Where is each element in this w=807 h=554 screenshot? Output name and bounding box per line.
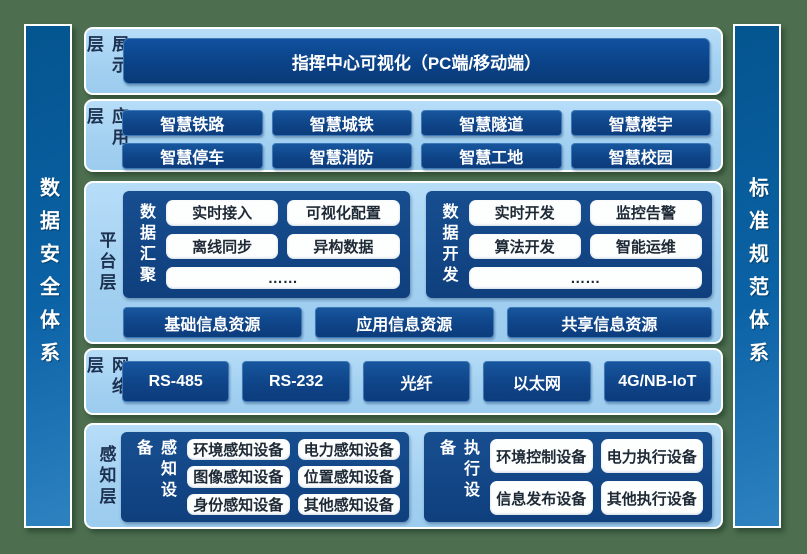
block-smart-parking: 智慧停车 xyxy=(122,143,263,169)
layer-application-content: 智慧铁路 智慧城铁 智慧隧道 智慧楼宇 智慧停车 智慧消防 智慧工地 智慧校园 xyxy=(121,107,712,169)
block-info-publishing-device: 信息发布设备 xyxy=(490,481,593,515)
block-aggregation-more: …… xyxy=(166,267,400,289)
layer-network-content: RS-485 RS-232 光纤 以太网 4G/NB-IoT xyxy=(121,356,712,407)
block-location-sensing-device: 位置感知设备 xyxy=(297,466,400,488)
block-smart-metro: 智慧城铁 xyxy=(271,110,412,136)
block-smart-railway: 智慧铁路 xyxy=(122,110,263,136)
pillar-standards-label: 标准规范体系 xyxy=(745,177,768,375)
group-sensing-devices-grid: 环境感知设备 电力感知设备 图像感知设备 位置感知设备 身份感知设备 其他感知设… xyxy=(187,439,400,515)
block-heterogeneous-data: 异构数据 xyxy=(287,233,400,260)
block-rs232: RS-232 xyxy=(242,361,350,402)
group-data-aggregation-label: 数据汇聚 xyxy=(137,202,154,287)
block-power-execution-device: 电力执行设备 xyxy=(600,439,703,473)
layer-presentation: 展示层 指挥中心可视化（PC端/移动端） xyxy=(84,27,723,95)
layer-perception-content: 感知设备 环境感知设备 电力感知设备 图像感知设备 位置感知设备 身份感知设备 … xyxy=(121,431,712,523)
layer-presentation-content: 指挥中心可视化（PC端/移动端） xyxy=(121,35,712,87)
layer-platform: 平台层 数据汇聚 实时接入 可视化配置 离线同步 异构数据 …… 数据开发 xyxy=(84,181,723,344)
pillar-data-security: 数据安全体系 xyxy=(24,24,72,528)
layer-network-label: 网络层 xyxy=(84,356,128,398)
block-shared-info-resources: 共享信息资源 xyxy=(506,307,712,338)
block-smart-campus: 智慧校园 xyxy=(570,143,711,169)
block-intelligent-ops: 智能运维 xyxy=(589,233,702,260)
group-sensing-devices-label: 感知设备 xyxy=(134,439,175,502)
block-smart-construction: 智慧工地 xyxy=(421,143,562,169)
block-other-sensing-device: 其他感知设备 xyxy=(297,493,400,515)
platform-resources-row: 基础信息资源 应用信息资源 共享信息资源 xyxy=(123,307,712,338)
layer-network: 网络层 RS-485 RS-232 光纤 以太网 4G/NB-IoT xyxy=(84,348,723,415)
block-basic-info-resources: 基础信息资源 xyxy=(123,307,302,338)
block-ethernet: 以太网 xyxy=(483,361,591,402)
block-power-sensing-device: 电力感知设备 xyxy=(297,439,400,461)
group-sensing-devices: 感知设备 环境感知设备 电力感知设备 图像感知设备 位置感知设备 身份感知设备 … xyxy=(121,432,409,522)
block-fiber-optic: 光纤 xyxy=(362,361,471,402)
block-other-execution-device: 其他执行设备 xyxy=(600,481,703,515)
group-execution-devices-label: 执行设备 xyxy=(437,439,478,502)
block-env-sensing-device: 环境感知设备 xyxy=(187,439,290,461)
layer-platform-label: 平台层 xyxy=(96,231,116,294)
block-realtime-access: 实时接入 xyxy=(166,200,279,226)
block-smart-firefighting: 智慧消防 xyxy=(271,143,412,169)
pillar-standards: 标准规范体系 xyxy=(733,24,781,528)
layer-application: 应用层 智慧铁路 智慧城铁 智慧隧道 智慧楼宇 智慧停车 智慧消防 智慧工地 智… xyxy=(84,99,723,172)
layer-platform-content: 数据汇聚 实时接入 可视化配置 离线同步 异构数据 …… 数据开发 实时开发 监… xyxy=(121,189,712,339)
group-data-aggregation-grid: 实时接入 可视化配置 离线同步 异构数据 …… xyxy=(166,200,400,289)
layer-perception-label: 感知层 xyxy=(96,444,116,508)
group-execution-devices-grid: 环境控制设备 电力执行设备 信息发布设备 其他执行设备 xyxy=(490,439,703,515)
block-rs485: RS-485 xyxy=(122,361,230,402)
group-execution-devices: 执行设备 环境控制设备 电力执行设备 信息发布设备 其他执行设备 xyxy=(424,432,712,522)
block-algorithm-development: 算法开发 xyxy=(468,233,581,260)
group-data-development: 数据开发 实时开发 监控告警 算法开发 智能运维 …… xyxy=(425,191,712,298)
block-offline-sync: 离线同步 xyxy=(166,233,279,260)
group-data-aggregation: 数据汇聚 实时接入 可视化配置 离线同步 异构数据 …… xyxy=(123,191,410,298)
layer-presentation-label: 展示层 xyxy=(84,35,128,77)
block-development-more: …… xyxy=(468,267,702,289)
block-smart-tunnel: 智慧隧道 xyxy=(421,110,562,136)
block-env-control-device: 环境控制设备 xyxy=(490,439,593,473)
block-4g-nbiot: 4G/NB-IoT xyxy=(603,361,712,402)
pillar-data-security-label: 数据安全体系 xyxy=(36,177,59,375)
block-application-info-resources: 应用信息资源 xyxy=(314,307,494,338)
block-smart-building: 智慧楼宇 xyxy=(570,110,711,136)
block-visual-configuration: 可视化配置 xyxy=(287,200,400,226)
block-monitoring-alerts: 监控告警 xyxy=(589,200,702,226)
block-image-sensing-device: 图像感知设备 xyxy=(187,466,290,488)
group-data-development-label: 数据开发 xyxy=(439,202,457,287)
block-identity-sensing-device: 身份感知设备 xyxy=(187,493,290,515)
layer-perception: 感知层 感知设备 环境感知设备 电力感知设备 图像感知设备 位置感知设备 身份感… xyxy=(84,423,723,529)
group-data-development-grid: 实时开发 监控告警 算法开发 智能运维 …… xyxy=(468,200,702,289)
block-command-center-visualization: 指挥中心可视化（PC端/移动端） xyxy=(123,38,710,84)
platform-group-row: 数据汇聚 实时接入 可视化配置 离线同步 异构数据 …… 数据开发 实时开发 监… xyxy=(123,191,712,298)
block-realtime-development: 实时开发 xyxy=(468,200,581,226)
layer-application-label: 应用层 xyxy=(84,107,128,149)
